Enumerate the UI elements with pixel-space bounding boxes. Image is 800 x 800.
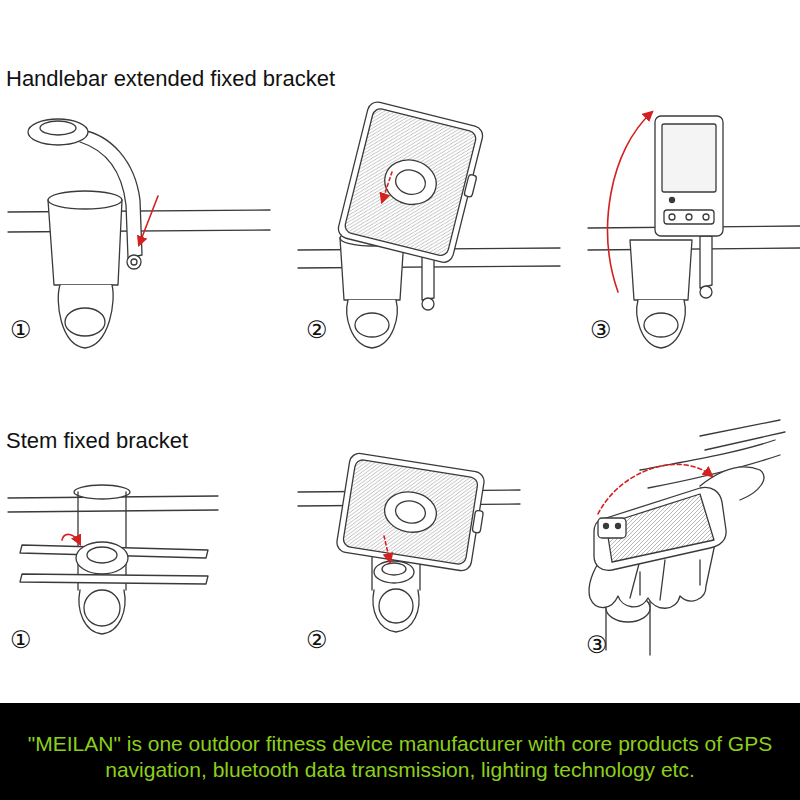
stem <box>347 300 397 348</box>
stem <box>630 240 692 300</box>
footer-text: "MEILAN" is one outdoor fitness device m… <box>14 731 786 783</box>
stem <box>644 313 678 337</box>
stem <box>637 300 685 348</box>
extended-mount <box>28 119 88 145</box>
section-heading: Handlebar extended fixed bracket <box>6 66 335 92</box>
gps-device <box>336 100 484 264</box>
red-arrow <box>598 464 712 514</box>
red-arrow <box>608 112 652 292</box>
gps-device <box>655 116 723 236</box>
stem-mount <box>87 547 117 563</box>
red-arrow <box>608 112 652 292</box>
stem-mount <box>382 563 406 575</box>
gps-device <box>598 518 626 538</box>
red-arrow <box>139 196 158 245</box>
hand <box>630 560 665 600</box>
gps-device <box>380 155 441 210</box>
stem-mount <box>374 561 414 583</box>
extended-mount <box>700 286 712 298</box>
extended-mount <box>700 236 712 298</box>
gps-device <box>382 488 440 536</box>
stem <box>58 285 113 348</box>
red-arrow <box>384 536 390 562</box>
gps-device <box>640 560 700 595</box>
extended-mount <box>40 121 76 135</box>
gps-device <box>655 116 723 236</box>
stem <box>48 191 122 348</box>
gps-device <box>662 124 716 192</box>
handlebar <box>74 485 130 499</box>
gps-device <box>669 214 675 220</box>
extended-mount <box>28 119 142 269</box>
red-arrow <box>382 172 392 202</box>
stem-mount <box>374 561 414 583</box>
stem <box>79 590 125 634</box>
hand <box>589 420 785 608</box>
rubber-strap <box>20 574 208 584</box>
stem <box>84 590 120 626</box>
stem <box>373 590 419 632</box>
stem-mount <box>76 542 128 574</box>
stem <box>48 200 122 285</box>
hand <box>700 420 785 450</box>
extended-mount <box>127 255 141 269</box>
red-arrow <box>598 464 712 514</box>
extended-mount <box>700 236 712 288</box>
stem <box>48 191 122 209</box>
footer-band: "MEILAN" is one outdoor fitness device m… <box>0 703 800 800</box>
gps-device <box>703 214 709 220</box>
gps-device <box>394 499 427 525</box>
stem <box>65 308 105 336</box>
gps-device <box>464 174 477 197</box>
extended-mount <box>80 130 142 258</box>
step-number: ③ <box>586 631 608 659</box>
section-heading: Stem fixed bracket <box>6 428 188 454</box>
gps-device <box>336 100 488 265</box>
red-arrow <box>384 536 390 562</box>
extended-mount <box>131 259 137 265</box>
gps-device <box>686 214 692 220</box>
stem <box>355 313 389 337</box>
step-number: ③ <box>590 316 612 344</box>
gps-device <box>336 100 488 265</box>
gps-device <box>335 452 489 573</box>
extended-mount <box>422 298 434 310</box>
gps-device <box>664 210 714 224</box>
gps-device <box>335 452 485 572</box>
gps-device <box>344 107 478 257</box>
step-number: ① <box>10 316 32 344</box>
gps-device <box>616 524 621 529</box>
stem <box>379 589 413 623</box>
red-arrow <box>62 534 80 544</box>
red-arrow <box>382 172 392 202</box>
step-number: ① <box>10 626 32 654</box>
step-number: ② <box>306 316 328 344</box>
stem <box>630 240 692 348</box>
gps-device <box>393 167 428 198</box>
gps-device <box>472 510 483 533</box>
gps-device <box>594 487 726 595</box>
step-number: ② <box>306 626 328 654</box>
gps-device <box>604 524 609 529</box>
handlebar <box>8 485 218 512</box>
red-arrow <box>139 196 158 245</box>
gps-device <box>342 459 478 565</box>
gps-device <box>594 487 726 570</box>
stem-mount <box>76 542 128 574</box>
red-arrow <box>62 534 80 544</box>
gps-device <box>670 198 675 203</box>
gps-device <box>335 452 489 573</box>
